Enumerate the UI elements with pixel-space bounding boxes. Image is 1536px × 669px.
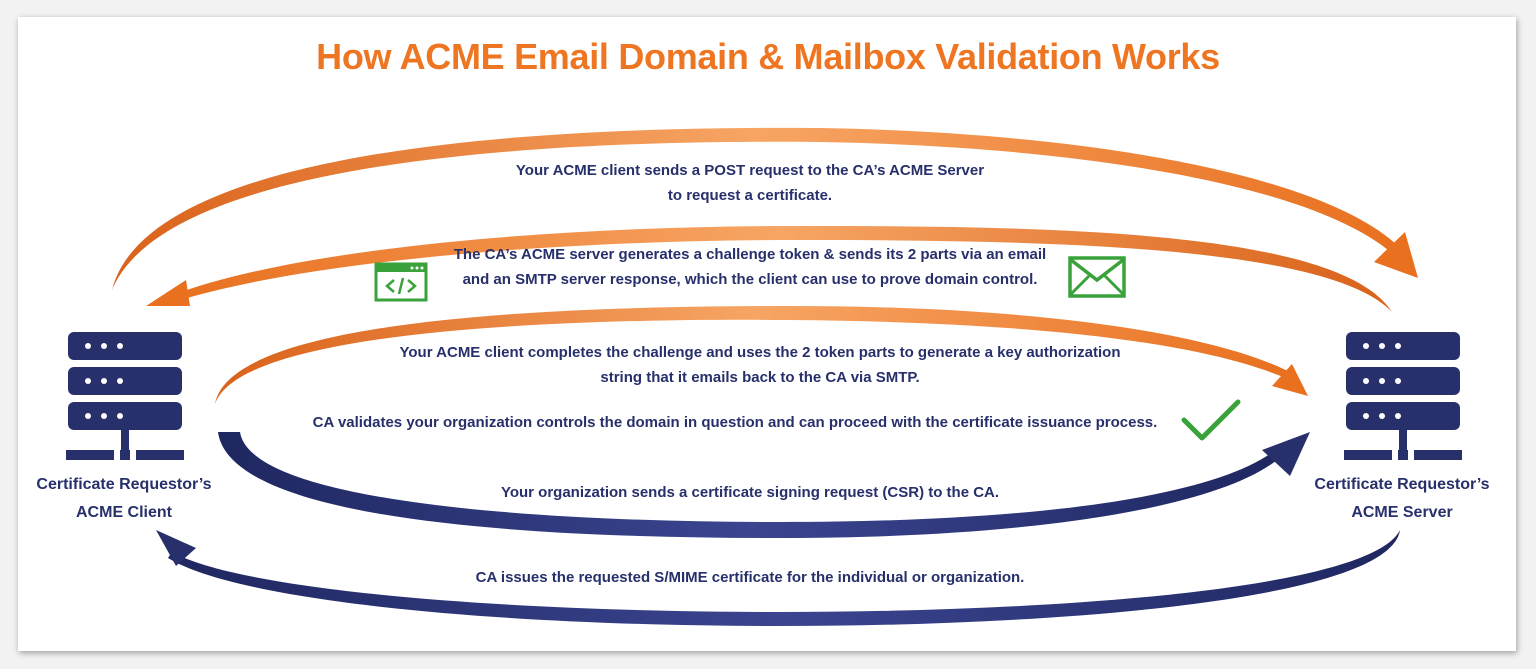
client-label-line1: Certificate Requestor’s bbox=[36, 476, 212, 493]
envelope-icon bbox=[1068, 256, 1126, 298]
server-rack-icon bbox=[66, 332, 184, 460]
server-rack-icon bbox=[1344, 332, 1462, 460]
server-label-line2: ACME Server bbox=[1351, 504, 1453, 521]
step-2-text: The CA’s ACME server generates a challen… bbox=[453, 246, 1047, 288]
client-node-label: Certificate Requestor’s ACME Client bbox=[18, 471, 230, 527]
step-1-text: Your ACME client sends a POST request to… bbox=[515, 162, 985, 204]
server-label-line1: Certificate Requestor’s bbox=[1314, 476, 1490, 493]
arrow-post-request bbox=[112, 127, 1418, 291]
arrow-issue-certificate bbox=[156, 530, 1400, 626]
step-3-text: Your ACME client completes the challenge… bbox=[399, 344, 1121, 386]
arrow-complete-challenge bbox=[215, 306, 1308, 404]
code-window-icon bbox=[374, 262, 428, 302]
server-node-label: Certificate Requestor’s ACME Server bbox=[1296, 471, 1508, 527]
step-6-text: CA issues the requested S/MIME certifica… bbox=[475, 569, 1025, 586]
step-4-text: CA validates your organization controls … bbox=[312, 414, 1158, 431]
checkmark-icon bbox=[1181, 399, 1241, 441]
client-label-line2: ACME Client bbox=[76, 504, 172, 521]
diagram-title: How ACME Email Domain & Mailbox Validati… bbox=[316, 36, 1220, 77]
diagram-card bbox=[18, 17, 1516, 651]
step-5-text: Your organization sends a certificate si… bbox=[500, 484, 1000, 501]
arrow-csr bbox=[218, 432, 1310, 538]
arrow-challenge-token bbox=[146, 226, 1392, 312]
